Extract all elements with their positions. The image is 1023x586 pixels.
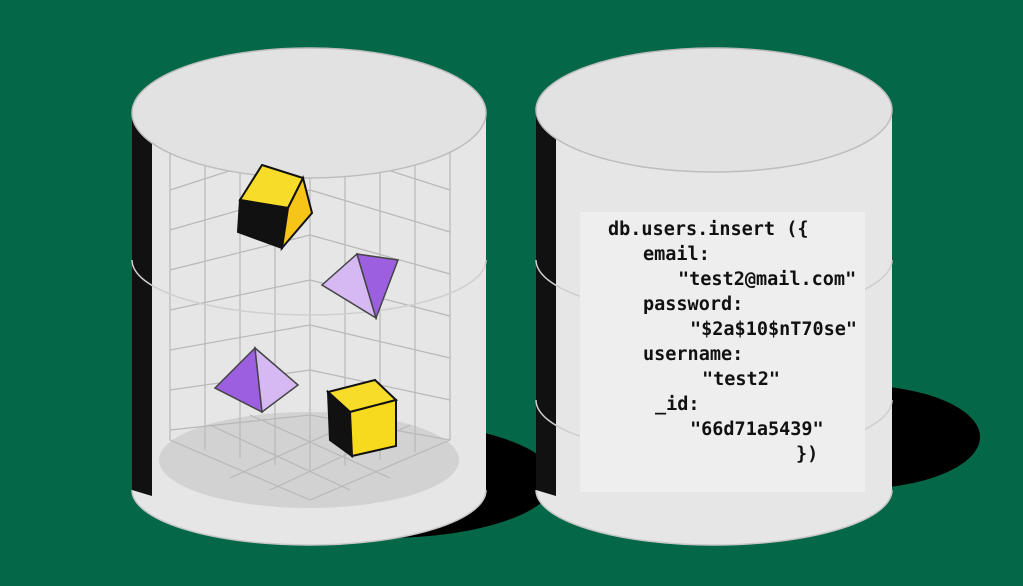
code-line-email-value: "test2@mail.com" bbox=[678, 269, 857, 290]
code-line-username-key: username: bbox=[643, 344, 744, 365]
code-line-command: db.users.insert ({ bbox=[608, 219, 809, 240]
code-line-password-key: password: bbox=[643, 294, 744, 315]
cube-icon bbox=[236, 163, 314, 252]
right-cylinder-edge bbox=[536, 110, 556, 496]
left-cylinder-band bbox=[131, 259, 487, 316]
code-line-id-value: "66d71a5439" bbox=[690, 419, 824, 440]
cube-icon bbox=[325, 378, 398, 459]
left-cylinder-edge bbox=[132, 113, 152, 496]
pyramid-icon bbox=[213, 346, 300, 414]
code-line-password-value: "$2a$10$nT70se" bbox=[690, 319, 858, 340]
code-line-id-key: _id: bbox=[655, 394, 700, 415]
left-database-cylinder bbox=[131, 47, 555, 546]
code-line-close: }) bbox=[796, 444, 819, 465]
pyramid-icon bbox=[320, 252, 400, 321]
code-line-username-value: "test2" bbox=[702, 369, 780, 390]
code-line-email-key: email: bbox=[643, 244, 710, 265]
right-cylinder-top bbox=[535, 47, 893, 173]
left-cylinder-rim bbox=[131, 489, 487, 546]
document-code-panel: db.users.insert ({ email: "test2@mail.co… bbox=[580, 212, 865, 492]
right-cylinder-rim bbox=[535, 489, 893, 546]
left-cylinder-top bbox=[131, 47, 487, 179]
